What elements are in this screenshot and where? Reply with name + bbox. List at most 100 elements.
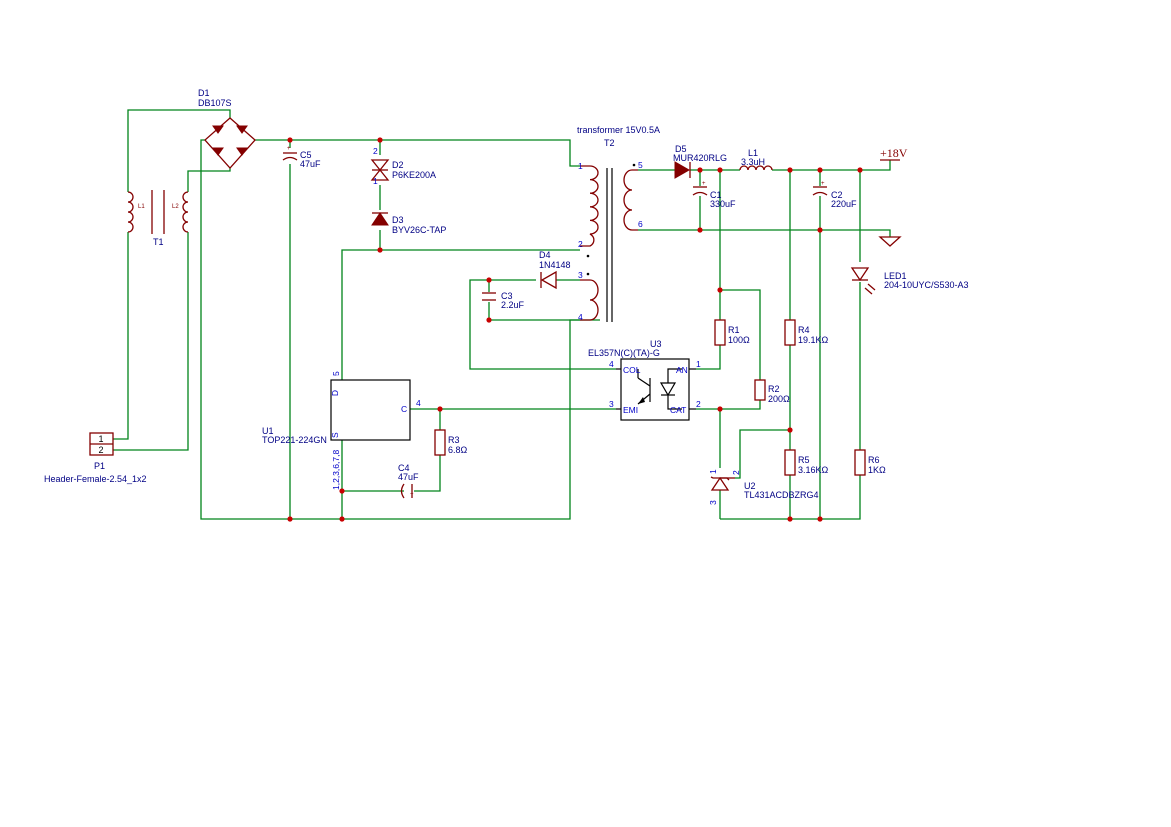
d3-value: BYV26C-TAP: [392, 225, 446, 235]
p1-pin1: 1: [98, 434, 103, 444]
d1-ref: D1: [198, 88, 210, 98]
u3-an: AN: [676, 365, 688, 375]
capacitor-c2: + C2 220uF: [812, 181, 857, 209]
u1-value: TOP221-224GN: [262, 435, 327, 445]
resistor-r2: R2 200Ω: [754, 379, 790, 404]
capacitor-c1: + C1 330uF: [692, 181, 736, 209]
svg-text:+: +: [821, 181, 825, 187]
p1-value: Header-Female-2.54_1x2: [44, 474, 147, 484]
choke-t1: L1 L2 T1: [127, 190, 189, 247]
junctions: [287, 137, 863, 522]
u3-value: EL357N(C)(TA)-G: [588, 348, 660, 358]
u2-ref: U2: [744, 481, 756, 491]
r4-value: 19.1KΩ: [798, 335, 829, 345]
d2-pin-b: 1: [373, 176, 378, 186]
led1-ref: LED1: [884, 271, 907, 281]
t2-pin6: 6: [638, 219, 643, 229]
c5-ref: C5: [300, 150, 312, 160]
resistor-r3: R3 6.8Ω: [434, 429, 468, 456]
ground-symbol: [878, 236, 902, 247]
t1-coil2: L2: [172, 204, 179, 210]
c3-value: 2.2uF: [501, 300, 525, 310]
d4-ref: D4: [539, 250, 551, 260]
u3-cat: CAT: [670, 405, 686, 415]
bridge-d1: D1 DB107S: [198, 88, 256, 169]
power-label: +18V: [880, 146, 908, 160]
tvs-d2: 2 1 D2 P6KE200A: [370, 146, 436, 186]
u1-pin-s-num: 1,2,3,6,7,8: [331, 450, 341, 490]
u3-p2: 2: [696, 399, 701, 409]
t2-ref: T2: [604, 138, 615, 148]
r4-ref: R4: [798, 325, 810, 335]
optocoupler-u3: COL EMI AN CAT 4 3 1 2 U3 EL357N(C)(TA)-…: [588, 339, 701, 421]
r6-ref: R6: [868, 455, 880, 465]
c2-ref: C2: [831, 190, 843, 200]
u1-ref: U1: [262, 426, 274, 436]
u1-pin-c: C: [401, 404, 407, 414]
d2-ref: D2: [392, 160, 404, 170]
diode-d5: D5 MUR420RLG: [673, 144, 727, 179]
l1-value: 3.3uH: [741, 157, 765, 167]
r3-ref: R3: [448, 435, 460, 445]
led-led1: LED1 204-10UYC/S530-A3: [850, 267, 969, 295]
resistor-r6: R6 1KΩ: [854, 449, 886, 476]
c4-ref: C4: [398, 463, 410, 473]
transformer-t2: 1 2 3 4 5 6 transformer 15V0.5A T2: [577, 125, 660, 322]
u3-emi: EMI: [623, 405, 638, 415]
ic-u1: D C S 5 4 1,2,3,6,7,8 U1 TOP221-224GN: [262, 371, 421, 490]
d4-value: 1N4148: [539, 260, 571, 270]
diode-d4: D4 1N4148: [539, 250, 571, 290]
r2-ref: R2: [768, 384, 780, 394]
u1-pin-d: D: [330, 390, 340, 396]
t2-pin5: 5: [638, 160, 643, 170]
u3-p3: 3: [609, 399, 614, 409]
r1-value: 100Ω: [728, 335, 750, 345]
capacitor-c3: C3 2.2uF: [482, 291, 525, 310]
u3-p4: 4: [609, 359, 614, 369]
t2-pin4: 4: [578, 312, 583, 322]
d1-value: DB107S: [198, 98, 232, 108]
u2-pin3: 3: [708, 500, 718, 505]
t2-value: transformer 15V0.5A: [577, 125, 660, 135]
p1-pin2: 2: [98, 445, 103, 455]
d5-value: MUR420RLG: [673, 153, 727, 163]
led1-value: 204-10UYC/S530-A3: [884, 280, 969, 290]
l1-ref: L1: [748, 148, 758, 158]
resistor-r5: R5 3.16KΩ: [784, 449, 829, 476]
p1-ref: P1: [94, 461, 105, 471]
u1-pin-s: S: [330, 432, 340, 438]
t2-pin1: 1: [578, 161, 583, 171]
wires: [113, 109, 891, 520]
c1-ref: C1: [710, 190, 722, 200]
resistor-r1: R1 100Ω: [714, 319, 750, 346]
capacitor-c5: + C5 47uF: [282, 146, 321, 169]
d3-ref: D3: [392, 215, 404, 225]
svg-text:+: +: [702, 181, 706, 187]
r6-value: 1KΩ: [868, 465, 886, 475]
c2-value: 220uF: [831, 199, 857, 209]
inductor-l1: L1 3.3uH: [739, 148, 773, 171]
t1-ref: T1: [153, 237, 164, 247]
t1-coil1: L1: [138, 204, 145, 210]
u3-col: COL: [623, 365, 641, 375]
capacitor-c4: + C4 47uF: [398, 463, 419, 499]
r2-value: 200Ω: [768, 394, 790, 404]
t2-pin3: 3: [578, 270, 583, 280]
d2-pin-a: 2: [373, 146, 378, 156]
c5-value: 47uF: [300, 159, 321, 169]
svg-text:+: +: [287, 146, 291, 152]
c4-value: 47uF: [398, 472, 419, 482]
svg-text:+: +: [410, 492, 414, 498]
diode-d3: D3 BYV26C-TAP: [371, 212, 446, 235]
r5-value: 3.16KΩ: [798, 465, 829, 475]
u2-pin2: 2: [731, 470, 741, 475]
shunt-regulator-u2: 1 2 3 U2 TL431ACDBZRG4: [708, 469, 819, 505]
u2-value: TL431ACDBZRG4: [744, 490, 819, 500]
r5-ref: R5: [798, 455, 810, 465]
resistor-r4: R4 19.1KΩ: [784, 319, 829, 346]
t2-pin2: 2: [578, 239, 583, 249]
d5-ref: D5: [675, 144, 687, 154]
r1-ref: R1: [728, 325, 740, 335]
power-flag-18v: +18V: [880, 146, 908, 161]
